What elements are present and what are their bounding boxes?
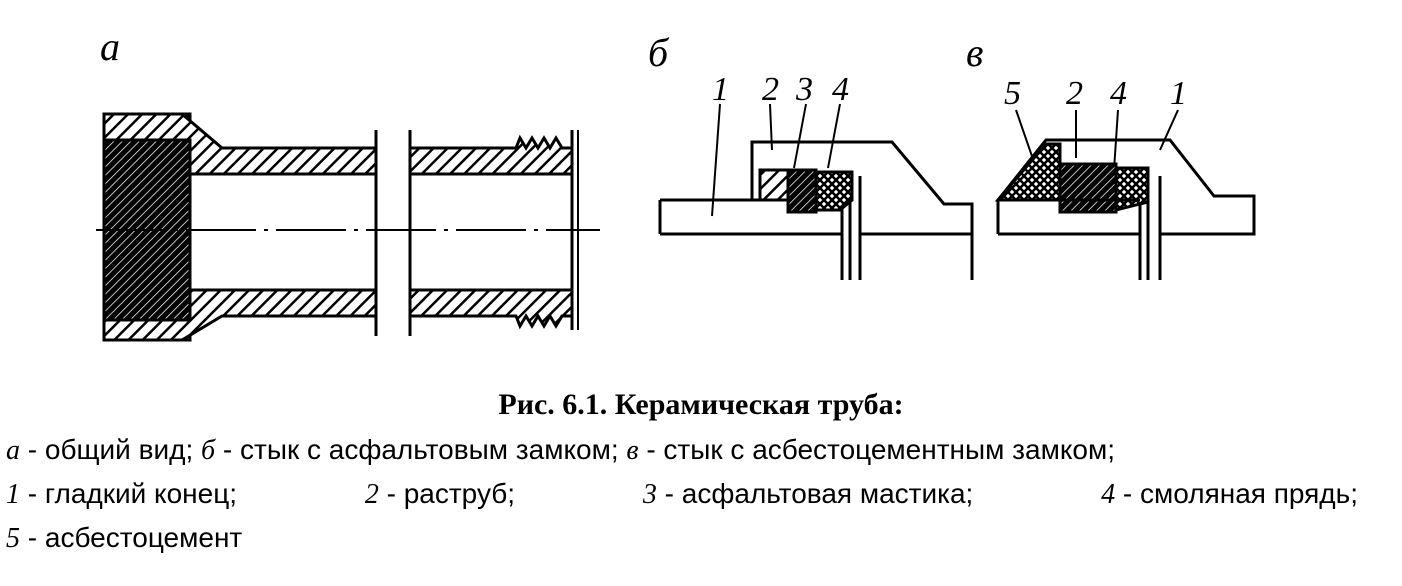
pipe-figure: а б 1 2 3 4 xyxy=(96,24,1256,342)
legend-key-3: 3 xyxy=(642,479,657,510)
callout-v-4: 4 xyxy=(1110,75,1127,112)
callout-v-1: 1 xyxy=(1170,75,1187,112)
pipe-general-view xyxy=(96,112,600,342)
panel-letter-b: б xyxy=(648,30,670,75)
legend-line-2: 1 - гладкий конец; 2 - раструб; 3 - асфа… xyxy=(6,478,1358,511)
legend-text-4: - смоляная прядь; xyxy=(1115,478,1358,509)
legend-line-3: 5 - асбестоцемент xyxy=(6,522,1358,555)
legend-text-3: - асфальтовая мастика; xyxy=(656,478,974,509)
legend-text-1: - гладкий конец; xyxy=(20,478,238,509)
legend-text-5: - асбестоцемент xyxy=(20,522,243,553)
legend-text-b: - стык с асфальтовым замком; xyxy=(215,434,627,465)
legend-key-v: в xyxy=(626,435,639,466)
legend-key-b: б xyxy=(201,435,216,466)
asphalt-joint xyxy=(658,103,974,280)
legend-item-2: 2 - раструб; xyxy=(365,478,515,511)
legend-key-2: 2 xyxy=(364,479,379,510)
callout-b-2: 2 xyxy=(762,71,779,108)
legend-key-4: 4 xyxy=(1101,479,1116,510)
callout-b-1: 1 xyxy=(712,71,729,108)
legend-item-4: 4 - смоляная прядь; xyxy=(1101,478,1358,511)
callout-b-4: 4 xyxy=(832,71,849,108)
legend-text-a: - общий вид; xyxy=(20,434,202,465)
asbestos-cement-joint xyxy=(994,109,1256,280)
legend-line-1: а - общий вид; б - стык с асфальтовым за… xyxy=(6,434,1358,467)
legend-key-a: а xyxy=(6,435,20,466)
figure-caption-title: Рис. 6.1. Керамическая труба: xyxy=(498,388,904,421)
legend-item-3: 3 - асфальтовая мастика; xyxy=(643,478,973,511)
legend-key-1: 1 xyxy=(6,479,20,510)
legend-text-v: - стык с асбестоцементным замком; xyxy=(638,434,1115,465)
legend-key-5: 5 xyxy=(6,523,20,554)
legend-text-2: - раструб; xyxy=(378,478,516,509)
legend-item-1: 1 - гладкий конец; xyxy=(6,478,237,511)
panel-letter-a: а xyxy=(100,24,120,69)
callout-v-2: 2 xyxy=(1066,75,1083,112)
callout-v-5: 5 xyxy=(1004,75,1021,112)
panel-letter-v: в xyxy=(966,30,983,75)
callout-b-3: 3 xyxy=(795,71,813,108)
